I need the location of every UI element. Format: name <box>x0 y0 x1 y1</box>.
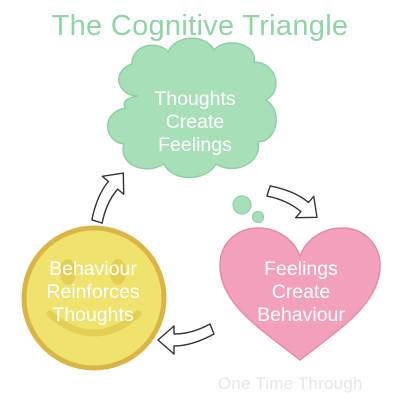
feelings-label-line-3: Behaviour <box>257 304 345 326</box>
cloud-bubble-large <box>232 195 252 215</box>
watermark: One Time Through <box>218 374 363 393</box>
behaviour-node-label: Behaviour Reinforces Thoughts <box>18 258 168 327</box>
thoughts-node-label: Thoughts Create Feelings <box>124 88 266 157</box>
thoughts-label-line-2: Create <box>165 111 225 133</box>
smiley-mouth <box>46 310 142 337</box>
smiley-face <box>21 225 167 371</box>
smiley-icon <box>21 225 167 371</box>
thoughts-label-line-3: Feelings <box>158 134 232 156</box>
cloud-shape <box>107 37 277 179</box>
behaviour-label-line-2: Reinforces <box>46 281 140 303</box>
smiley-right-eye <box>110 259 126 285</box>
thoughts-label-line-1: Thoughts <box>154 88 236 110</box>
feelings-node-label: Feelings Create Behaviour <box>228 258 374 327</box>
curved-arrow-icon <box>157 323 215 355</box>
cloud-icon <box>107 37 277 224</box>
smiley-left-eye <box>60 259 76 285</box>
curved-arrow-icon <box>91 172 125 224</box>
heart-shape <box>219 227 381 361</box>
heart-icon <box>219 227 381 361</box>
arrow-feelings-to-behaviour <box>157 323 215 355</box>
cloud-bubble-small <box>251 210 265 224</box>
arrow-thoughts-to-feelings <box>266 185 318 219</box>
behaviour-label-line-1: Behaviour <box>49 258 137 280</box>
feelings-label-line-1: Feelings <box>264 258 338 280</box>
arrow-behaviour-to-thoughts <box>91 172 125 224</box>
feelings-label-line-2: Create <box>271 281 331 303</box>
behaviour-label-line-3: Thoughts <box>52 304 134 326</box>
page-title: The Cognitive Triangle <box>51 10 349 42</box>
curved-arrow-icon <box>266 185 318 219</box>
